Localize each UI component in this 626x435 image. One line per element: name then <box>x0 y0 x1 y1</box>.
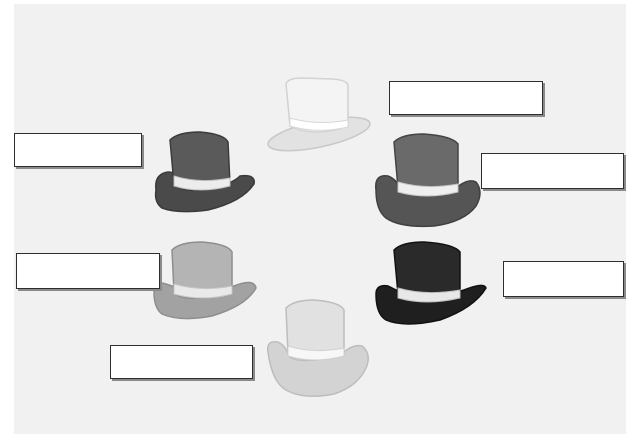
label-text <box>390 82 542 98</box>
label-box-green[interactable] <box>16 253 160 289</box>
green-hat-icon <box>150 240 260 324</box>
black-hat-icon <box>374 238 489 328</box>
yellow-hat-icon <box>264 296 374 400</box>
red-hat-icon <box>150 128 260 220</box>
label-text <box>504 262 623 278</box>
blue-hat-icon <box>372 130 484 228</box>
label-text <box>17 254 159 270</box>
label-text <box>482 154 623 170</box>
label-text <box>15 134 141 150</box>
label-box-blue[interactable] <box>481 153 624 189</box>
label-box-black[interactable] <box>503 261 624 297</box>
white-hat-icon <box>262 74 377 154</box>
label-box-red[interactable] <box>14 133 142 167</box>
label-box-yellow[interactable] <box>110 345 253 379</box>
label-text <box>111 346 252 362</box>
label-box-white[interactable] <box>389 81 543 115</box>
